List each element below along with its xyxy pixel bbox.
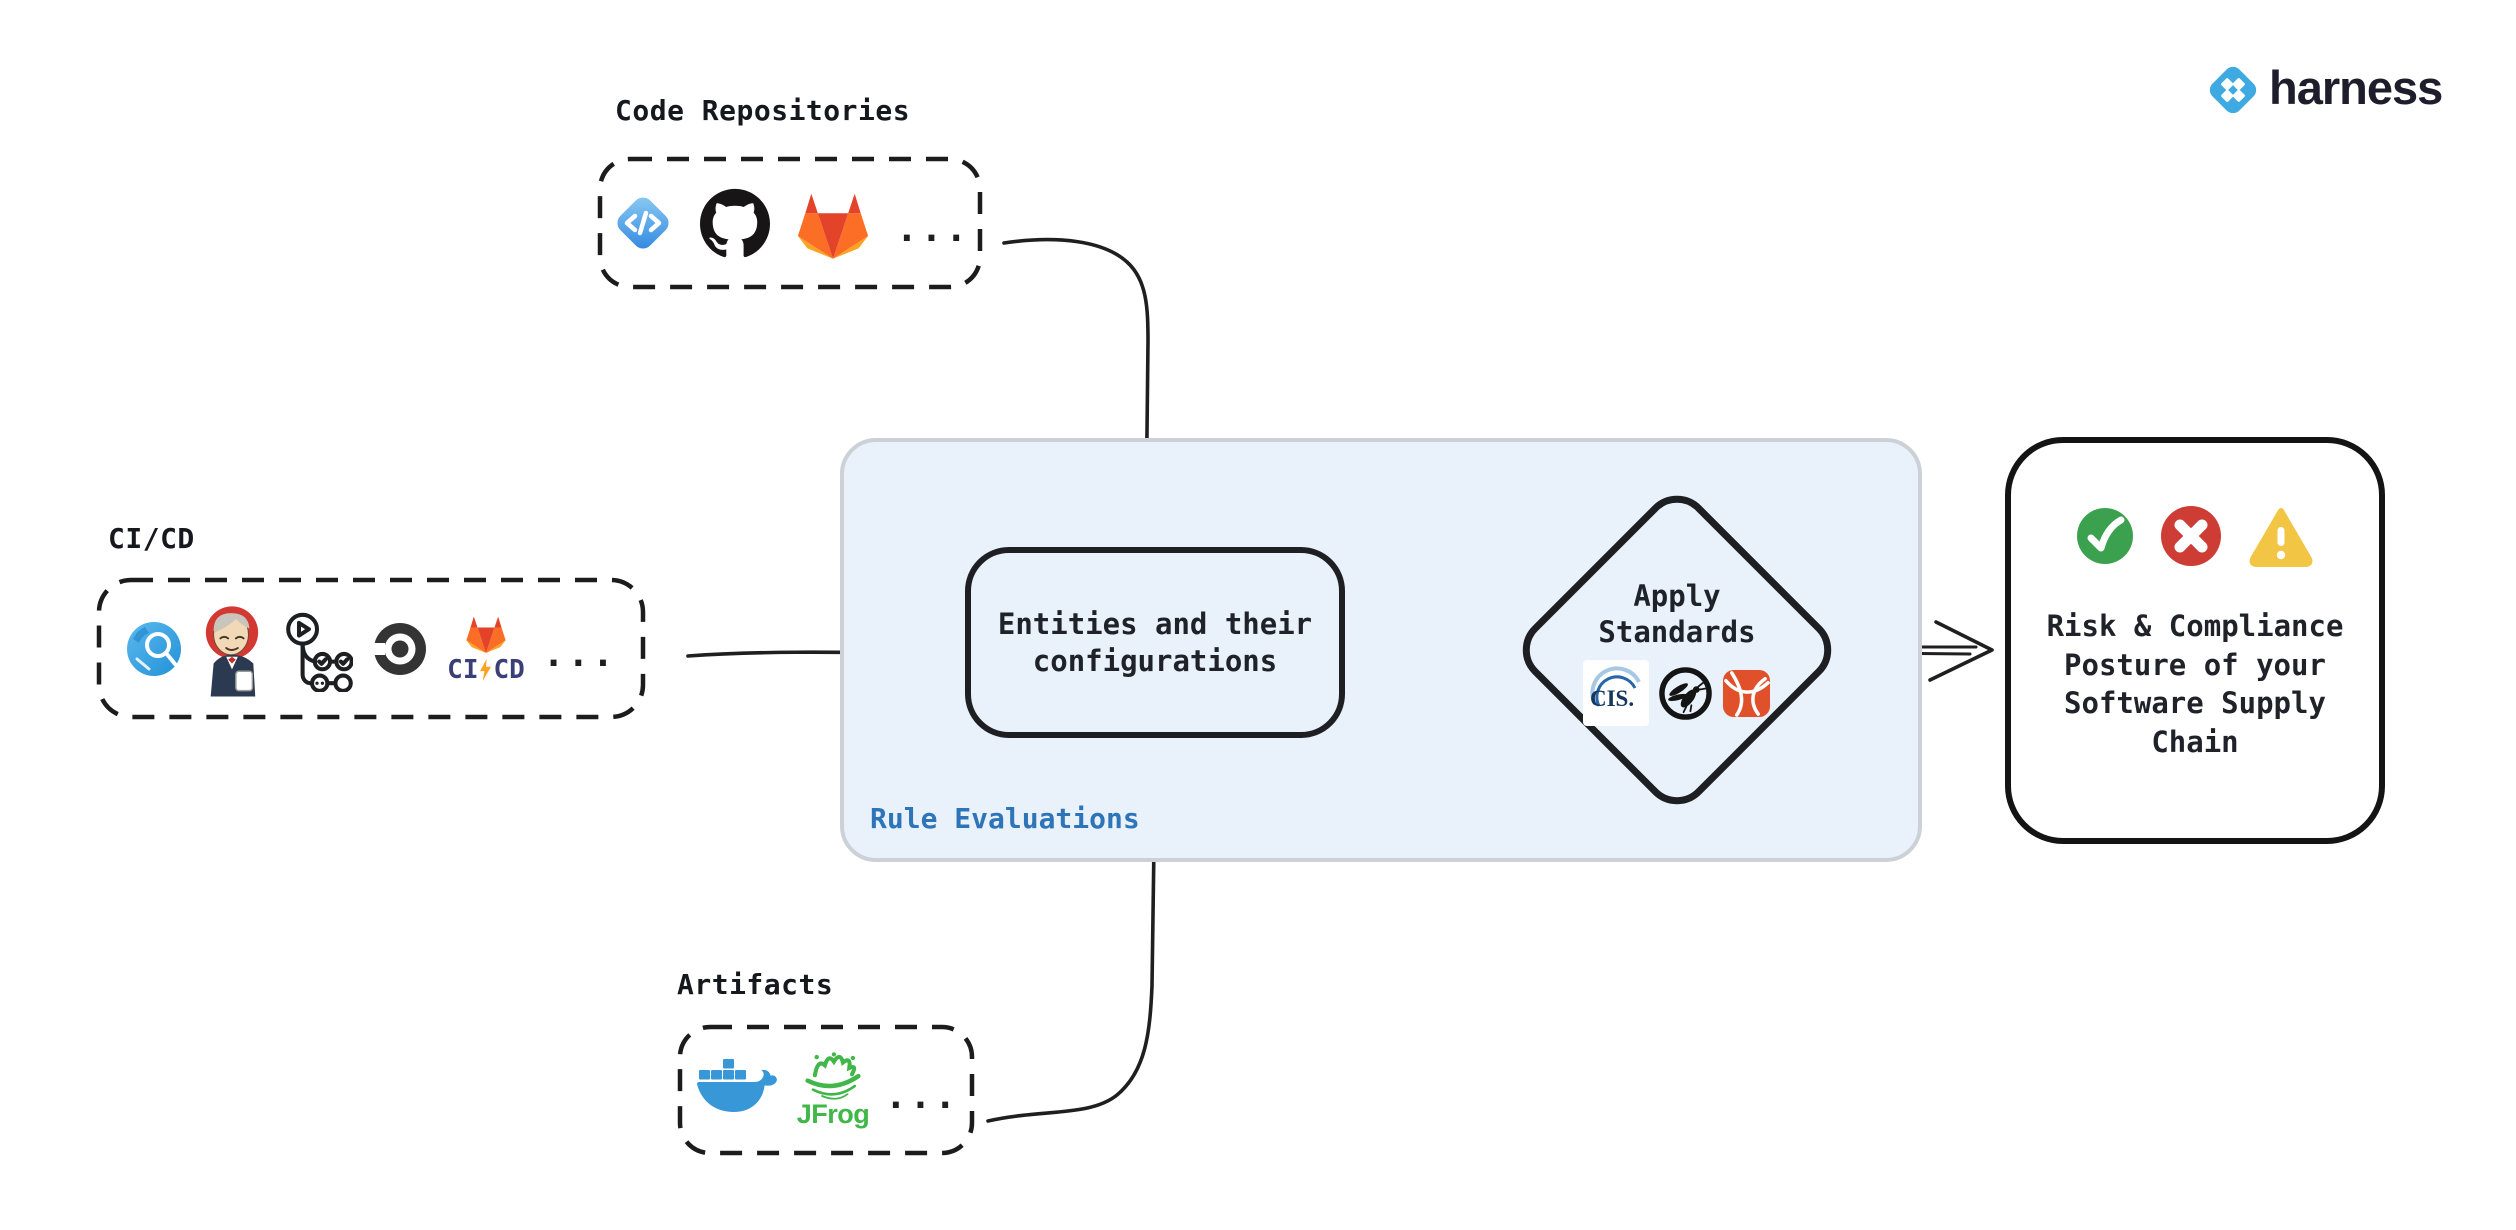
warning-triangle-icon — [2249, 508, 2313, 567]
gitlab-cicd-icon: CI CD — [447, 613, 525, 685]
standards-ribbon-icon — [1722, 669, 1771, 717]
ellipsis-label: ... — [542, 634, 617, 675]
cis-icon: CIS. — [1583, 660, 1649, 726]
dashed-border — [597, 156, 983, 290]
cicd-label: CI/CD — [108, 522, 195, 555]
dashed-border — [677, 1024, 975, 1156]
harness-logo-icon — [2209, 66, 2257, 113]
harness-wordmark: harness — [2269, 61, 2443, 114]
apply-standards-label: Apply Standards — [1598, 579, 1756, 649]
github-actions-icon — [286, 612, 354, 692]
harness-logo: harness — [2206, 61, 2443, 117]
artifacts-label: Artifacts — [677, 968, 834, 1001]
cis-wordmark: CIS. — [1590, 686, 1635, 711]
jfrog-icon: JFrog — [795, 1051, 871, 1130]
gitlab-fox-icon — [466, 616, 506, 653]
artifacts-box: JFrog ... — [677, 1024, 975, 1156]
docker-icon — [696, 1059, 777, 1112]
cis-arcs — [1590, 666, 1641, 707]
github-icon — [699, 188, 770, 258]
outcome-text: Risk & Compliance Posture of your Softwa… — [2046, 609, 2344, 759]
jfrog-splash-icon — [805, 1051, 861, 1100]
gitlab-ci-label: CI — [447, 654, 479, 685]
outcome-box: Risk & Compliance Posture of your Softwa… — [2005, 437, 2385, 844]
rule-evaluations-label: Rule Evaluations — [870, 802, 1140, 835]
circleci-icon — [371, 622, 427, 675]
gitlab-icon — [797, 193, 869, 259]
jenkins-icon — [206, 605, 259, 696]
entities-box: Entities and their configurations — [965, 547, 1345, 738]
cicd-box: CI CD ... — [96, 577, 646, 720]
gitlab-cd-label: CD — [493, 654, 525, 685]
check-circle-icon — [2077, 508, 2133, 564]
standards-logos: CIS. — [1583, 660, 1771, 726]
code-repositories-label: Code Repositories — [615, 94, 911, 127]
code-repositories-box: ... — [597, 156, 983, 290]
arrow-artifacts-to-entities — [986, 772, 1157, 1123]
arrow-code-to-entities — [1002, 237, 1150, 524]
lightning-bolt-icon — [480, 658, 492, 681]
harness-ci-icon — [127, 621, 182, 676]
ellipsis-label: ... — [895, 208, 971, 250]
jfrog-wordmark: JFrog — [796, 1098, 870, 1129]
x-circle-icon — [2161, 506, 2221, 566]
status-icons — [2076, 505, 2314, 567]
ellipsis-label: ... — [884, 1075, 960, 1117]
harness-code-icon — [617, 197, 669, 249]
rule-evaluations-container — [840, 438, 1922, 862]
owasp-icon — [1659, 666, 1712, 720]
dashed-border — [96, 577, 646, 720]
